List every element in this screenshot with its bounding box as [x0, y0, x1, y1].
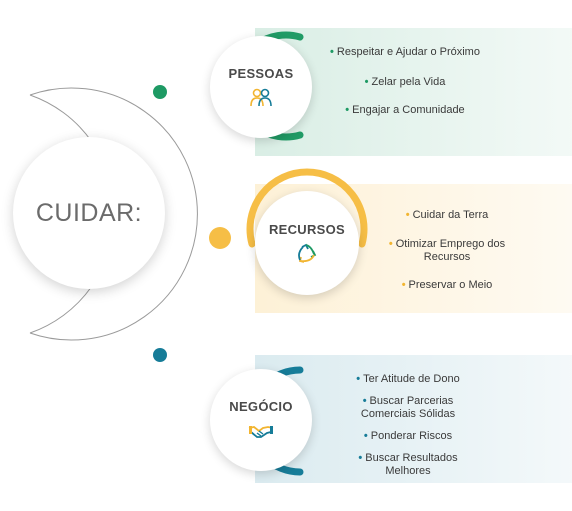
list-item: •Ter Atitude de Dono [356, 373, 460, 385]
list-item: •Engajar a Comunidade [345, 104, 465, 116]
ring-arc-recursos [246, 168, 368, 248]
node-negocio: NEGÓCIO [210, 369, 312, 471]
main-circle: CUIDAR: [13, 137, 165, 289]
outer-arc-right [29, 87, 198, 341]
list-item: •Buscar Parcerias Comerciais Sólidas [360, 395, 456, 420]
list-item: •Zelar pela Vida [364, 76, 446, 88]
people-icon [250, 88, 272, 106]
list-item: •Buscar Resultados Melhores [358, 452, 458, 477]
list-negocio: •Ter Atitude de Dono •Buscar Parcerias C… [338, 373, 478, 478]
list-item: •Preservar o Meio [401, 279, 493, 291]
node-recursos: RECURSOS [255, 191, 359, 295]
connector-dot-pessoas [153, 85, 167, 99]
list-recursos: •Cuidar da Terra •Otimizar Emprego dos R… [378, 209, 516, 292]
list-item: •Cuidar da Terra [405, 209, 489, 221]
recycle-icon [298, 243, 317, 263]
node-label-pessoas: PESSOAS [228, 65, 294, 81]
main-title: CUIDAR: [35, 198, 143, 227]
list-item: •Otimizar Emprego dos Recursos [388, 238, 506, 263]
node-pessoas: PESSOAS [210, 36, 312, 138]
list-item: •Respeitar e Ajudar o Próximo [330, 46, 480, 58]
list-item: •Ponderar Riscos [363, 430, 453, 442]
connector-dot-recursos [209, 227, 231, 249]
node-label-recursos: RECURSOS [268, 221, 346, 237]
connector-dot-negocio [153, 348, 167, 362]
handshake-icon [248, 425, 274, 438]
node-label-negocio: NEGÓCIO [229, 398, 293, 414]
list-pessoas: •Respeitar e Ajudar o Próximo •Zelar pel… [330, 46, 480, 117]
